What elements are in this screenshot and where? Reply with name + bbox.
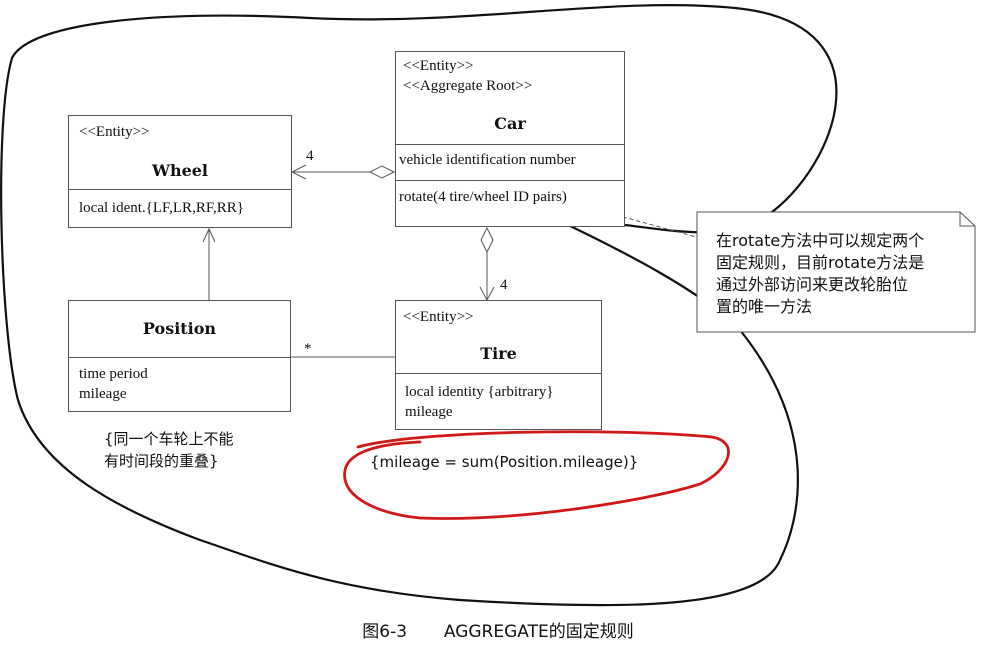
note-link: [615, 214, 701, 239]
position-wheel-arrowhead: [202, 227, 216, 243]
position-constraint-line-1: {同一个车轮上不能: [104, 430, 234, 448]
position-class: Position time period mileage: [68, 300, 291, 412]
car-tire-diamond: [480, 226, 494, 254]
tire-class: <<Entity>> Tire local identity {arbitrar…: [395, 300, 602, 430]
position-attribute-mileage: mileage: [79, 386, 127, 402]
position-class-name: Position: [142, 319, 217, 338]
wheel-class-name: Wheel: [151, 161, 209, 180]
car-stereotype-aggregate-root: <<Aggregate Root>>: [403, 78, 533, 94]
car-class: <<Entity>> <<Aggregate Root>> Car vehicl…: [395, 51, 625, 227]
tire-attribute-local-identity: local identity {arbitrary}: [405, 384, 554, 400]
tire-divider: [396, 373, 601, 374]
car-stereotype-entity: <<Entity>>: [403, 58, 474, 74]
note-fold: [959, 212, 975, 227]
car-divider-1: [396, 144, 624, 145]
figure-title: AGGREGATE的固定规则: [443, 622, 634, 642]
car-tire-multiplicity: 4: [500, 277, 508, 293]
position-attribute-time-period: time period: [79, 366, 148, 382]
figure-number: 图6-3: [362, 622, 408, 642]
car-operation: rotate(4 tire/wheel ID pairs): [399, 189, 567, 205]
constraint-highlight: [343, 430, 730, 520]
note-line-4: 置的唯一方法: [716, 297, 813, 316]
car-attribute: vehicle identification number: [399, 152, 576, 168]
position-constraint-line-2: 有时间段的重叠}: [104, 452, 219, 470]
position-divider: [69, 357, 290, 358]
wheel-stereotype: <<Entity>>: [79, 124, 150, 140]
wheel-class: <<Entity>> Wheel local ident.{LF,LR,RF,R…: [68, 115, 292, 228]
tire-stereotype: <<Entity>>: [403, 309, 474, 325]
tire-attribute-mileage: mileage: [405, 404, 453, 420]
note-line-3: 通过外部访问来更改轮胎位: [716, 275, 909, 294]
car-class-name: Car: [494, 114, 526, 133]
tire-constraint: {mileage = sum(Position.mileage)}: [370, 453, 639, 471]
wheel-divider: [69, 189, 291, 190]
note-line-1: 在rotate方法中可以规定两个: [716, 231, 925, 250]
note-shape: [696, 211, 976, 333]
tire-class-name: Tire: [480, 344, 517, 363]
note-line-2: 固定规则，目前rotate方法是: [716, 253, 925, 272]
car-wheel-diamond: [368, 165, 396, 179]
figure-caption: 图6-3 AGGREGATE的固定规则: [0, 622, 996, 642]
car-divider-2: [396, 180, 624, 181]
wheel-attribute: local ident.{LF,LR,RF,RR}: [79, 200, 244, 216]
position-tire-multiplicity: *: [304, 341, 312, 357]
car-wheel-arrowhead: [290, 164, 307, 180]
car-wheel-multiplicity: 4: [306, 148, 314, 164]
